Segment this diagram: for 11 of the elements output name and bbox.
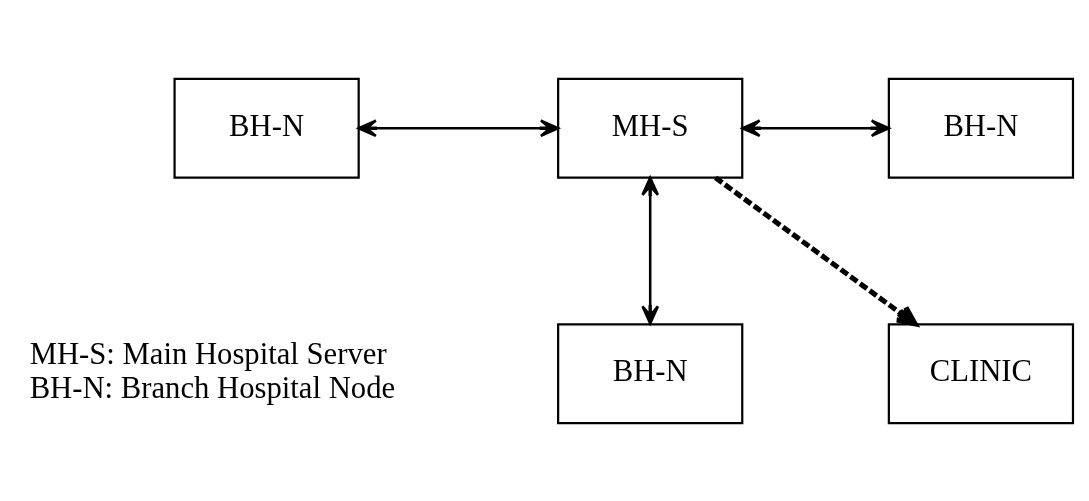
arrow [714,175,918,326]
node-box: MH-S [557,77,744,179]
node-box: CLINIC [887,322,1075,424]
node-box: BH-N [173,77,360,179]
arrow [641,176,660,325]
node-box: BH-N [887,77,1075,179]
label: BH-N: Branch Hospital Node [29,370,396,405]
label: MH-S: Main Hospital Server [29,336,387,371]
arrow [741,118,890,137]
node-box: BH-N [557,322,744,424]
arrow [357,118,560,137]
